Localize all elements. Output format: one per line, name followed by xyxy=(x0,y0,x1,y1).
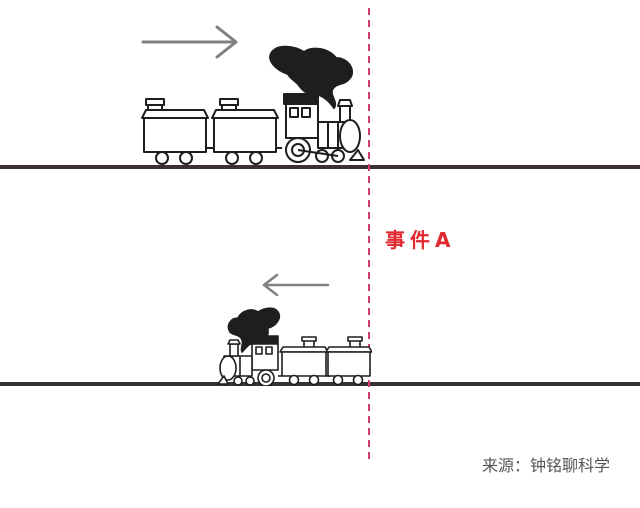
source-credit: 来源：钟铭聊科学 xyxy=(481,456,610,475)
top-train xyxy=(141,45,365,165)
top-train-engine xyxy=(283,93,365,163)
bottom-train-engine xyxy=(217,335,279,386)
event-label: 事件A xyxy=(385,228,456,252)
bottom-track xyxy=(0,382,640,386)
top-train-car-1 xyxy=(141,98,209,165)
top-train-smoke xyxy=(269,45,354,109)
event-line xyxy=(368,8,370,460)
top-train-car-2 xyxy=(211,98,279,165)
arrow-right-icon xyxy=(141,25,238,59)
top-track xyxy=(0,165,640,169)
bottom-train xyxy=(217,307,372,386)
bottom-train-car-1 xyxy=(279,336,329,386)
arrow-left-icon xyxy=(262,273,330,297)
bottom-train-car-2 xyxy=(325,336,372,386)
